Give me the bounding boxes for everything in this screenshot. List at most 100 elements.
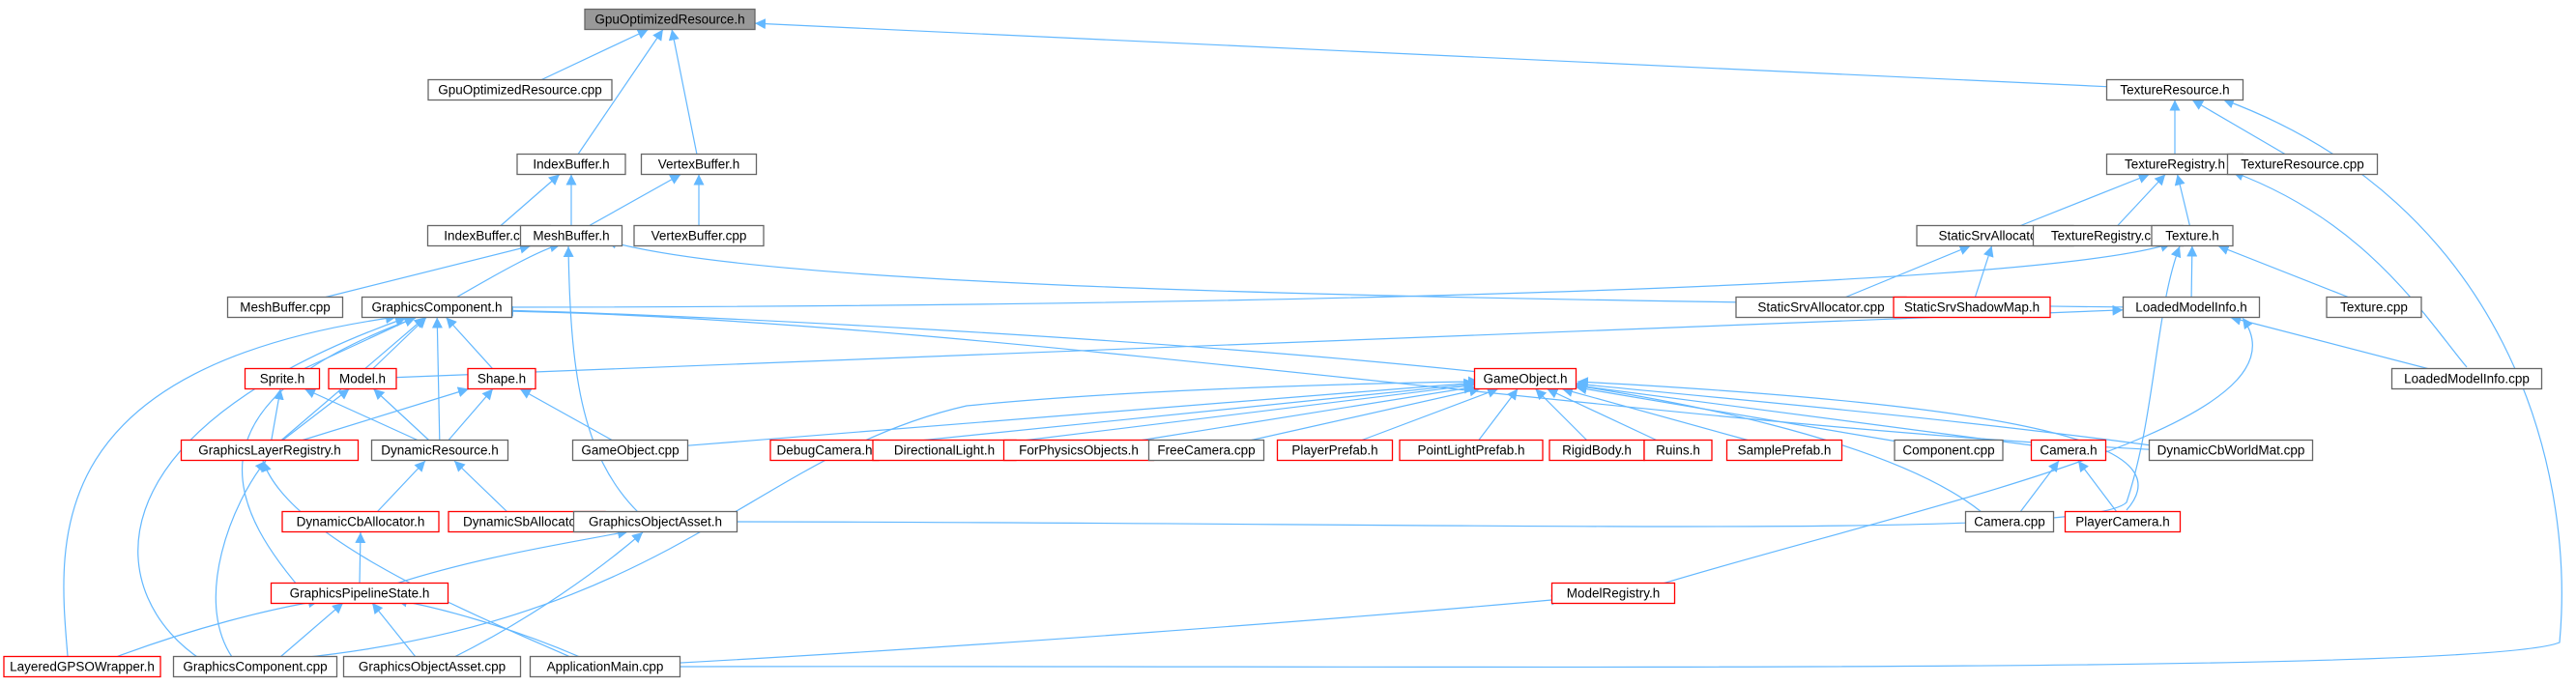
edge-dr-h-to-gc-h bbox=[431, 317, 443, 441]
node-mb-h[interactable]: MeshBuffer.h bbox=[519, 224, 623, 247]
node-label: VertexBuffer.cpp bbox=[651, 229, 747, 243]
node-texreg-cpp[interactable]: TextureRegistry.cpp bbox=[2032, 224, 2185, 247]
node-cam-cpp[interactable]: Camera.cpp bbox=[1964, 510, 2055, 533]
node-sprite-h[interactable]: Sprite.h bbox=[244, 367, 321, 390]
node-rb-h[interactable]: RigidBody.h bbox=[1548, 439, 1645, 462]
node-go-h[interactable]: GameObject.h bbox=[1473, 367, 1577, 390]
node-tex-cpp[interactable]: Texture.cpp bbox=[2326, 296, 2422, 319]
node-lmi-h[interactable]: LoadedModelInfo.h bbox=[2122, 296, 2261, 319]
node-dbgcam-h[interactable]: DebugCamera.h bbox=[769, 439, 880, 462]
node-vb-h[interactable]: VertexBuffer.h bbox=[640, 153, 758, 176]
node-gpu-h[interactable]: GpuOptimizedResource.h bbox=[584, 8, 756, 31]
node-label: IndexBuffer.cpp bbox=[444, 229, 535, 243]
node-label: GameObject.h bbox=[1483, 372, 1567, 386]
node-box bbox=[1473, 367, 1577, 390]
node-box bbox=[427, 78, 613, 101]
node-plp-h[interactable]: PointLightPrefab.h bbox=[1399, 439, 1544, 462]
node-box bbox=[519, 224, 623, 247]
node-box bbox=[2122, 296, 2261, 319]
node-label: GameObject.cpp bbox=[581, 443, 679, 458]
node-mb-cpp[interactable]: MeshBuffer.cpp bbox=[226, 296, 344, 319]
node-freecam-cpp[interactable]: FreeCamera.cpp bbox=[1147, 439, 1265, 462]
node-gps-h[interactable]: GraphicsPipelineState.h bbox=[270, 582, 449, 605]
node-shape-h[interactable]: Shape.h bbox=[467, 367, 536, 390]
node-label: StaticSrvAllocator.h bbox=[1938, 229, 2051, 243]
node-label: Ruins.h bbox=[1656, 443, 1700, 458]
node-box bbox=[328, 367, 397, 390]
node-glr-h[interactable]: GraphicsLayerRegistry.h bbox=[180, 439, 360, 462]
edge-cam-h-to-go-h bbox=[1576, 381, 2032, 446]
node-cam-h[interactable]: Camera.h bbox=[2030, 439, 2107, 462]
node-box bbox=[2226, 153, 2379, 176]
edge-shape-h-to-gc-h bbox=[446, 317, 493, 369]
node-box bbox=[1276, 439, 1394, 462]
node-sp-h[interactable]: SamplePrefab.h bbox=[1725, 439, 1843, 462]
edge-go-h-to-gc-h bbox=[494, 304, 1480, 373]
node-texreg-h[interactable]: TextureRegistry.h bbox=[2105, 153, 2244, 176]
edge-freecam-cpp-to-go-h bbox=[1251, 385, 1481, 442]
edge-dirl-h-to-go-h bbox=[1015, 381, 1475, 442]
node-dcwm-cpp[interactable]: DynamicCbWorldMat.cpp bbox=[2148, 439, 2314, 462]
edge-ib-h-to-gpu-h bbox=[577, 29, 664, 155]
node-ruins-h[interactable]: Ruins.h bbox=[1643, 439, 1713, 462]
node-box bbox=[571, 439, 689, 462]
node-label: LayeredGPSOWrapper.h bbox=[10, 660, 155, 674]
node-label: GraphicsPipelineState.h bbox=[290, 586, 430, 601]
edge-dr-h-to-shape-h bbox=[448, 388, 494, 441]
edge-lgw-h-to-gc-h bbox=[63, 313, 397, 657]
edge-gc-cpp-to-gps-h bbox=[279, 602, 344, 658]
node-box bbox=[1399, 439, 1544, 462]
node-dsa-h[interactable]: DynamicSbAllocator.h bbox=[448, 510, 606, 533]
node-comp-cpp[interactable]: Component.cpp bbox=[1894, 439, 2004, 462]
node-dca-h[interactable]: DynamicCbAllocator.h bbox=[281, 510, 440, 533]
node-label: SamplePrefab.h bbox=[1738, 443, 1832, 458]
node-goa-h[interactable]: GraphicsObjectAsset.h bbox=[572, 510, 738, 533]
node-label: TextureResource.cpp bbox=[2241, 157, 2364, 172]
node-gc-cpp[interactable]: GraphicsComponent.cpp bbox=[172, 655, 338, 678]
node-box bbox=[584, 8, 756, 31]
edge-gc-h-to-mb-h bbox=[453, 242, 562, 300]
edge-vb-h-to-gpu-h bbox=[668, 29, 698, 155]
node-go-cpp[interactable]: GameObject.cpp bbox=[571, 439, 689, 462]
node-ssa-cpp[interactable]: StaticSrvAllocator.cpp bbox=[1735, 296, 1907, 319]
node-label: GraphicsObjectAsset.h bbox=[589, 515, 722, 529]
node-box bbox=[1893, 296, 2051, 319]
node-label: StaticSrvAllocator.cpp bbox=[1757, 300, 1884, 315]
node-box bbox=[2030, 439, 2107, 462]
node-box bbox=[1964, 510, 2055, 533]
node-pp-h[interactable]: PlayerPrefab.h bbox=[1276, 439, 1394, 462]
node-pcam-h[interactable]: PlayerCamera.h bbox=[2064, 510, 2182, 533]
node-ib-h[interactable]: IndexBuffer.h bbox=[516, 153, 626, 176]
node-dr-h[interactable]: DynamicResource.h bbox=[370, 439, 509, 462]
node-gpu-cpp[interactable]: GpuOptimizedResource.cpp bbox=[427, 78, 613, 101]
node-goa-cpp[interactable]: GraphicsObjectAsset.cpp bbox=[342, 655, 522, 678]
node-box bbox=[361, 296, 513, 319]
node-label: PointLightPrefab.h bbox=[1417, 443, 1524, 458]
node-label: DynamicResource.h bbox=[381, 443, 499, 458]
node-box bbox=[244, 367, 321, 390]
node-label: PlayerPrefab.h bbox=[1291, 443, 1377, 458]
node-fpo-h[interactable]: ForPhysicsObjects.h bbox=[1002, 439, 1155, 462]
node-gc-h[interactable]: GraphicsComponent.h bbox=[361, 296, 513, 319]
node-lgw-h[interactable]: LayeredGPSOWrapper.h bbox=[3, 655, 161, 678]
edge-model-h-to-lmi-h bbox=[395, 304, 2124, 379]
node-lmi-cpp[interactable]: LoadedModelInfo.cpp bbox=[2390, 367, 2543, 390]
node-ib-cpp[interactable]: IndexBuffer.cpp bbox=[426, 224, 552, 247]
node-vb-cpp[interactable]: VertexBuffer.cpp bbox=[633, 224, 765, 247]
node-model-h[interactable]: Model.h bbox=[328, 367, 397, 390]
node-sssm-h[interactable]: StaticSrvShadowMap.h bbox=[1893, 296, 2051, 319]
node-dirl-h[interactable]: DirectionalLight.h bbox=[872, 439, 1017, 462]
node-label: DynamicSbAllocator.h bbox=[463, 515, 591, 529]
node-texres-cpp[interactable]: TextureResource.cpp bbox=[2226, 153, 2379, 176]
node-box bbox=[2326, 296, 2422, 319]
edge-lmi-cpp-to-texreg-h bbox=[2232, 170, 2468, 368]
node-label: Texture.cpp bbox=[2340, 300, 2408, 315]
node-label: Camera.h bbox=[2040, 443, 2097, 458]
node-mr-h[interactable]: ModelRegistry.h bbox=[1550, 582, 1676, 605]
node-am-cpp[interactable]: ApplicationMain.cpp bbox=[529, 655, 681, 678]
node-layer: GpuOptimizedResource.hGpuOptimizedResour… bbox=[3, 8, 2543, 678]
edge-pcam-h-to-cam-h bbox=[2077, 460, 2118, 513]
edge-cam-cpp-to-go-h bbox=[1575, 382, 1983, 513]
node-tex-h[interactable]: Texture.h bbox=[2151, 224, 2234, 247]
node-texres-h[interactable]: TextureResource.h bbox=[2105, 78, 2244, 101]
